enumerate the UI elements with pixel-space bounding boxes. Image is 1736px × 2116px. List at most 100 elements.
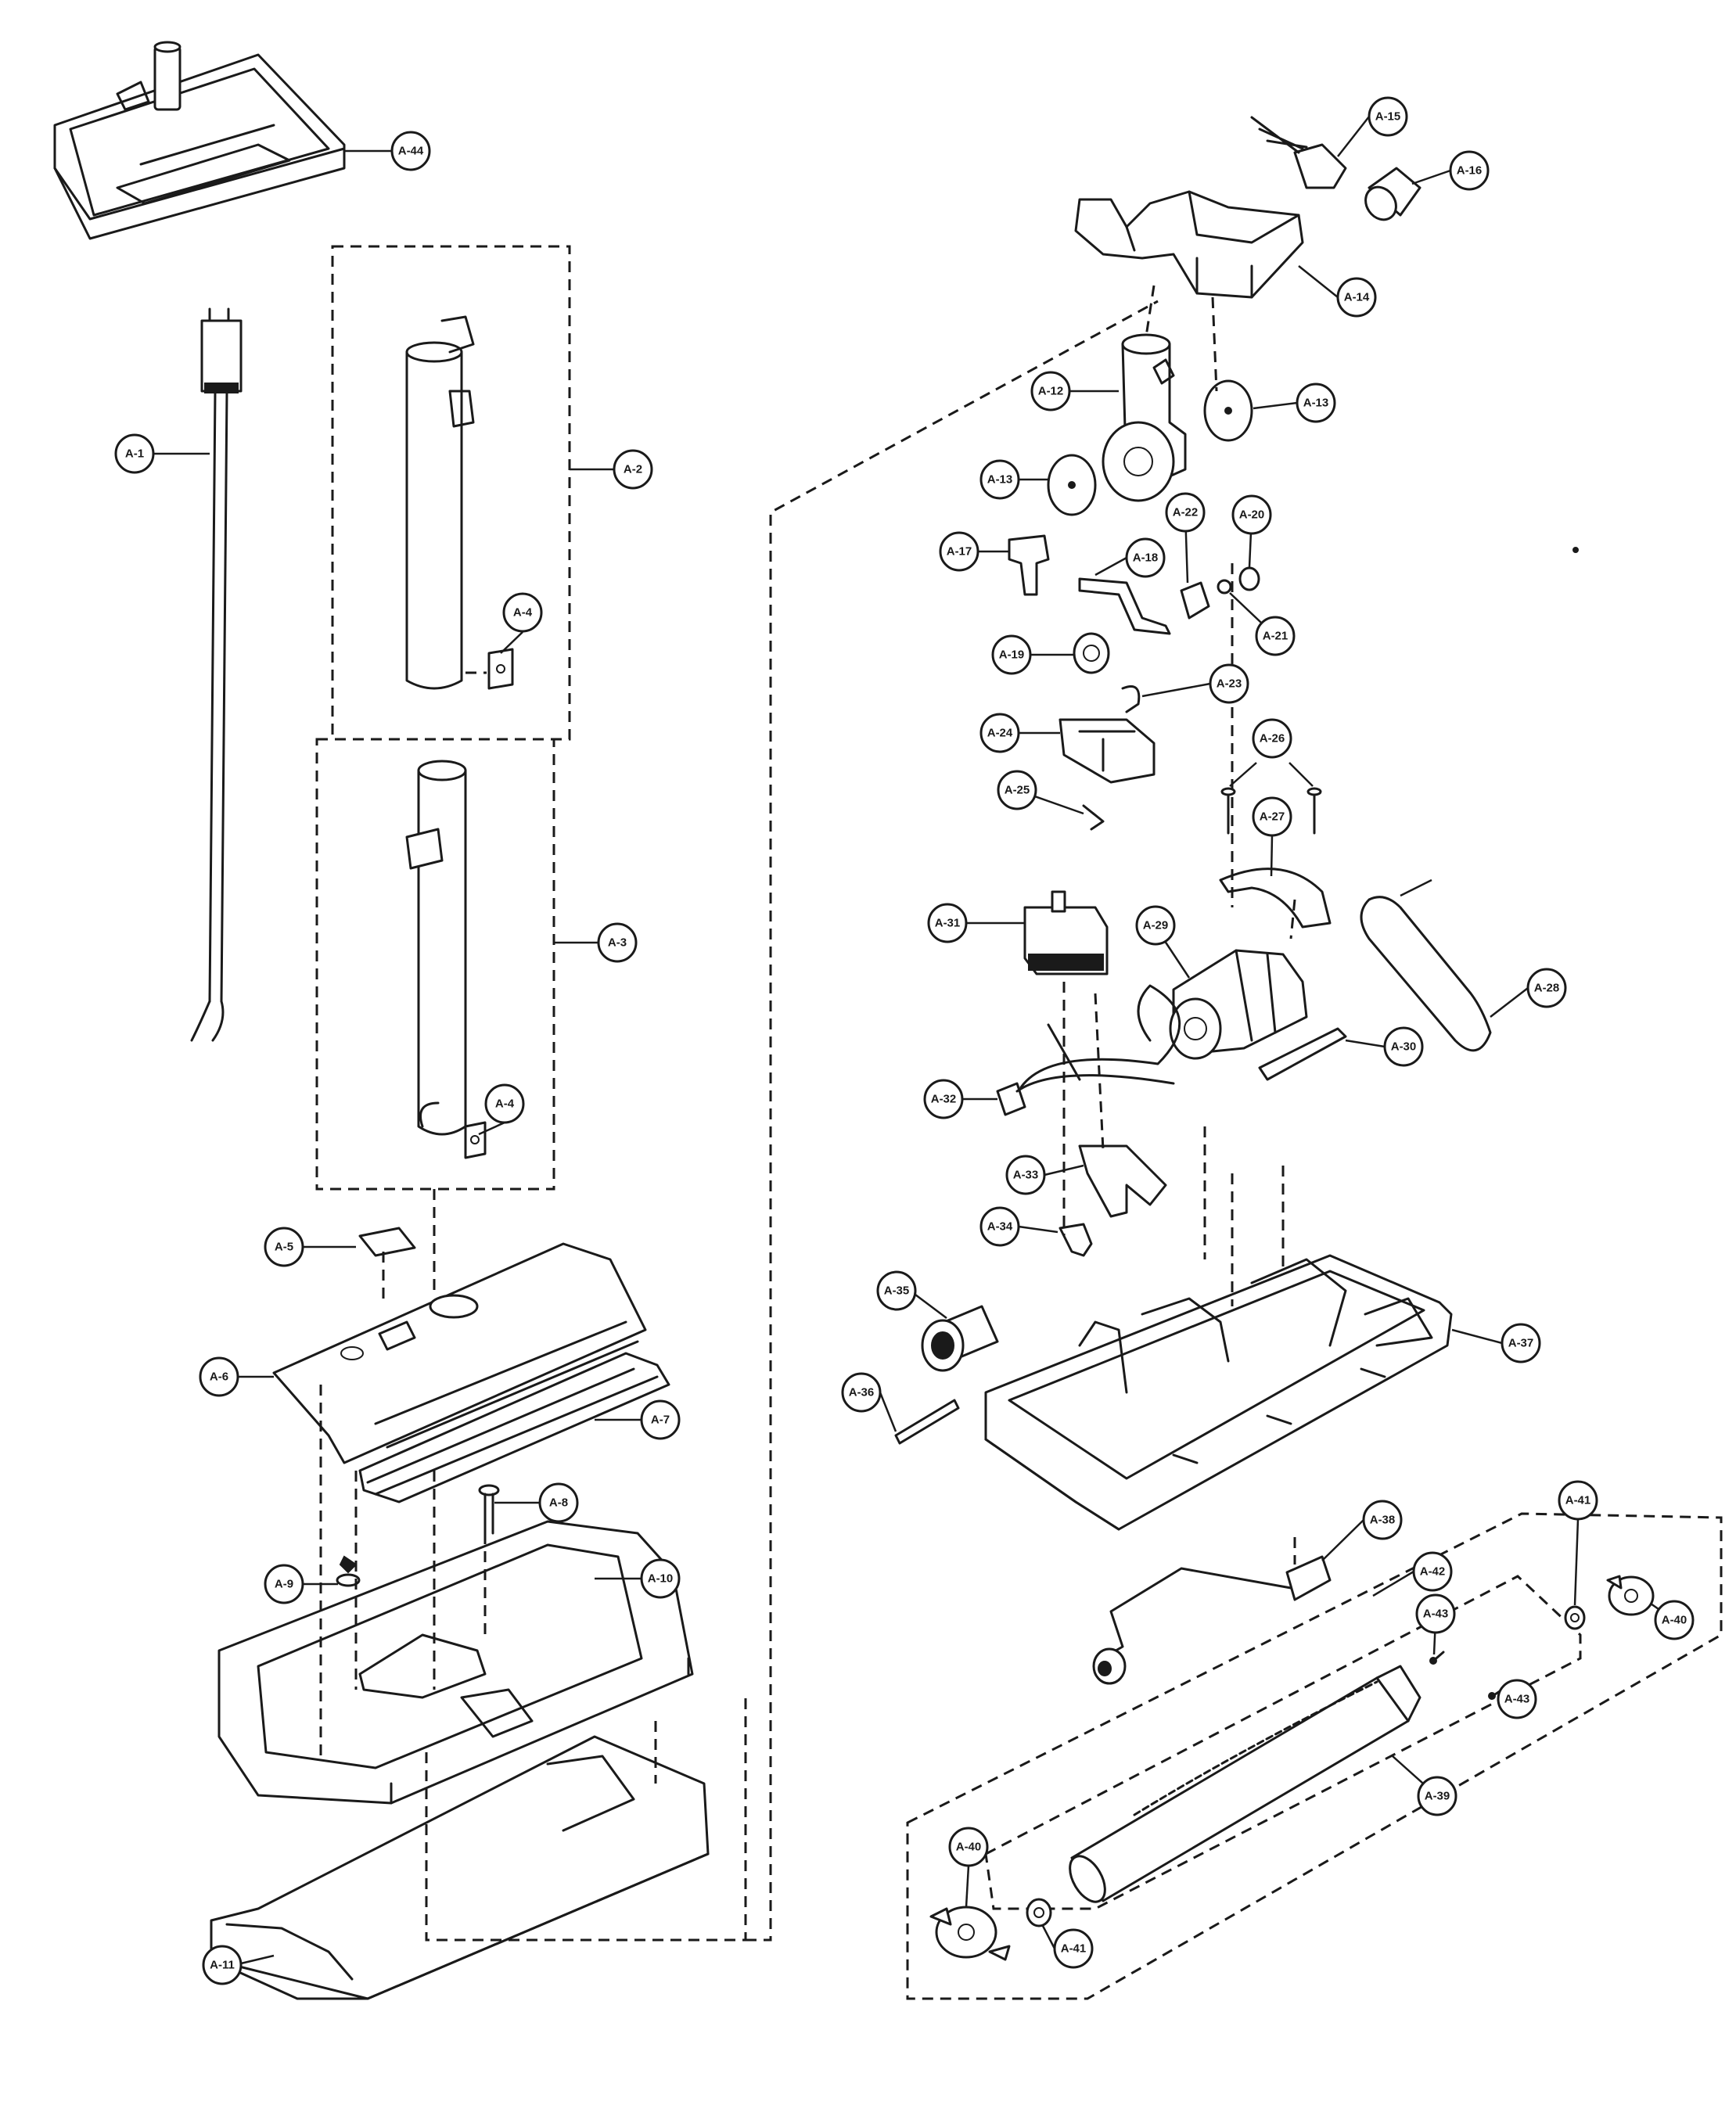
callout-a32: A-32 xyxy=(923,1079,964,1119)
callout-a10: A-10 xyxy=(640,1558,681,1599)
upper-handle-tube-drawing xyxy=(405,315,475,690)
callout-a15: A-15 xyxy=(1368,96,1408,137)
hook-a23-drawing xyxy=(1121,685,1141,713)
callout-a37: A-37 xyxy=(1501,1323,1541,1363)
top-cover-drawing xyxy=(272,1242,647,1464)
gasket-drawing xyxy=(358,1352,670,1503)
svg-text:A-13: A-13 xyxy=(987,473,1013,487)
svg-text:A-18: A-18 xyxy=(1133,551,1159,565)
svg-text:A-41: A-41 xyxy=(1061,1942,1087,1956)
svg-text:A-30: A-30 xyxy=(1391,1040,1417,1054)
pin-a25-drawing xyxy=(1082,804,1105,831)
svg-text:A-6: A-6 xyxy=(210,1371,228,1384)
svg-text:A-4: A-4 xyxy=(495,1098,515,1111)
callout-a38: A-38 xyxy=(1362,1500,1403,1540)
callout-a1: A-1 xyxy=(114,433,155,474)
callout-a3: A-3 xyxy=(597,922,638,963)
svg-text:A-26: A-26 xyxy=(1260,732,1285,745)
callout-a41-left: A-41 xyxy=(1053,1928,1094,1969)
svg-text:A-32: A-32 xyxy=(931,1093,957,1106)
svg-text:A-19: A-19 xyxy=(999,648,1025,662)
svg-text:A-43: A-43 xyxy=(1504,1693,1530,1706)
svg-text:A-38: A-38 xyxy=(1370,1514,1396,1527)
callout-a31: A-31 xyxy=(927,903,968,943)
callout-a4-upper: A-4 xyxy=(502,592,543,633)
clip-a4-lower-drawing xyxy=(419,1101,487,1159)
svg-text:A-35: A-35 xyxy=(884,1284,910,1298)
svg-text:A-29: A-29 xyxy=(1143,919,1169,932)
svg-text:A-34: A-34 xyxy=(987,1220,1013,1234)
motor-drawing xyxy=(1169,949,1308,1060)
svg-text:A-40: A-40 xyxy=(1662,1614,1687,1627)
callout-a8: A-8 xyxy=(538,1482,579,1523)
screws-a43-drawing xyxy=(1429,1651,1504,1700)
callout-a13-left: A-13 xyxy=(979,459,1020,500)
callout-a14: A-14 xyxy=(1336,277,1377,318)
svg-text:A-4: A-4 xyxy=(513,606,533,620)
svg-text:A-1: A-1 xyxy=(125,447,144,461)
svg-text:A-27: A-27 xyxy=(1260,810,1285,824)
svg-text:A-15: A-15 xyxy=(1375,110,1401,124)
roller-a35-drawing xyxy=(921,1305,999,1372)
svg-text:A-24: A-24 xyxy=(987,727,1013,740)
screw-a8-drawing xyxy=(478,1484,500,1535)
callout-a41-right: A-41 xyxy=(1558,1480,1598,1521)
svg-text:A-10: A-10 xyxy=(648,1572,674,1586)
brushroll-inner-box xyxy=(984,1575,1582,1910)
connector-a32-drawing xyxy=(996,984,1181,1116)
callout-a13-right: A-13 xyxy=(1296,383,1336,423)
callout-a17: A-17 xyxy=(939,531,979,572)
shaft-a38-drawing xyxy=(1092,1555,1332,1685)
callout-a7: A-7 xyxy=(640,1399,681,1440)
svg-text:A-12: A-12 xyxy=(1038,385,1064,398)
callout-a4-lower: A-4 xyxy=(484,1083,525,1124)
clip-a9-drawing xyxy=(336,1555,361,1587)
lower-handle-assembly-box xyxy=(315,738,555,1191)
hood-drawing xyxy=(217,1520,694,1805)
callout-a34: A-34 xyxy=(979,1206,1020,1247)
svg-text:A-28: A-28 xyxy=(1534,982,1560,995)
callout-a9: A-9 xyxy=(264,1564,304,1604)
callout-a35: A-35 xyxy=(876,1270,917,1311)
svg-text:A-25: A-25 xyxy=(1005,784,1030,797)
svg-text:A-8: A-8 xyxy=(549,1496,568,1510)
svg-text:A-7: A-7 xyxy=(651,1414,670,1427)
spring-a18-drawing xyxy=(1078,577,1171,635)
power-cord-drawing xyxy=(190,307,243,1042)
svg-text:A-36: A-36 xyxy=(849,1386,875,1399)
light-socket-drawing xyxy=(1250,116,1347,189)
guide-lines-right xyxy=(1062,285,1296,1565)
svg-text:A-3: A-3 xyxy=(608,936,627,950)
svg-text:A-39: A-39 xyxy=(1425,1790,1450,1803)
callout-a18: A-18 xyxy=(1125,537,1166,578)
callout-a36: A-36 xyxy=(841,1372,882,1413)
callout-a39: A-39 xyxy=(1417,1776,1457,1816)
brushroll-drawing xyxy=(1069,1665,1422,1903)
svg-text:A-9: A-9 xyxy=(275,1578,293,1591)
clip-a34-drawing xyxy=(1058,1223,1093,1257)
lower-handle-tube-drawing xyxy=(405,760,467,1136)
belt-drawing xyxy=(1360,878,1492,1052)
callout-a25: A-25 xyxy=(997,770,1037,810)
svg-text:A-42: A-42 xyxy=(1420,1565,1446,1579)
pedal-a17-drawing xyxy=(1008,534,1050,596)
lower-housing-drawing xyxy=(984,1254,1453,1531)
brushroll-assembly-box xyxy=(906,1512,1723,2000)
ring-a21-drawing xyxy=(1217,579,1232,595)
callout-a11: A-11 xyxy=(202,1945,243,1985)
svg-text:A-40: A-40 xyxy=(956,1841,982,1854)
svg-text:A-11: A-11 xyxy=(210,1959,235,1972)
svg-text:A-13: A-13 xyxy=(1303,397,1329,410)
callout-a29: A-29 xyxy=(1135,905,1176,946)
knob-a19-drawing xyxy=(1073,632,1110,674)
callout-a20: A-20 xyxy=(1231,494,1272,535)
rod-a30-drawing xyxy=(1258,1027,1347,1081)
svg-text:A-31: A-31 xyxy=(935,917,961,930)
callout-a44: A-44 xyxy=(390,131,431,171)
callout-a33: A-33 xyxy=(1005,1155,1046,1195)
svg-text:A-16: A-16 xyxy=(1457,164,1483,178)
screws-a26-drawing xyxy=(1220,787,1322,835)
washer-a41-right-drawing xyxy=(1564,1605,1586,1630)
callout-a24: A-24 xyxy=(979,713,1020,753)
